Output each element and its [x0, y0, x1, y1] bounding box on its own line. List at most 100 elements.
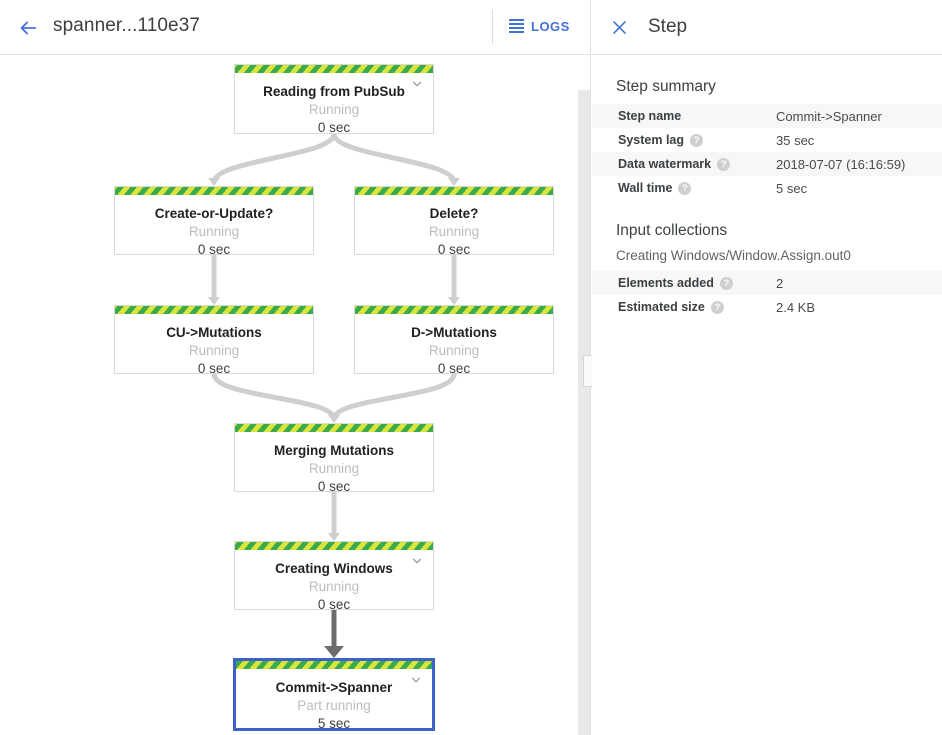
node-elapsed-time: 5 sec: [317, 716, 351, 731]
help-icon[interactable]: ?: [719, 276, 733, 290]
node-progress-stripe: [115, 306, 313, 314]
node-elapsed-time: 0 sec: [317, 479, 351, 494]
node-elapsed-time: 0 sec: [317, 597, 351, 612]
node-progress-stripe: [235, 424, 433, 432]
detail-row-key: Data watermark?: [618, 157, 776, 171]
detail-row-key-label: Estimated size: [618, 300, 705, 314]
help-icon[interactable]: ?: [690, 133, 704, 147]
node-progress-stripe: [236, 661, 432, 669]
node-status: Running: [308, 102, 360, 117]
node-title: Merging Mutations: [274, 443, 394, 458]
node-elapsed-time: 0 sec: [437, 361, 471, 376]
help-icon[interactable]: ?: [710, 300, 724, 314]
input-collection-name: Creating Windows/Window.Assign.out0: [616, 248, 851, 263]
detail-row: Step name Commit->Spanner: [592, 104, 942, 128]
node-status: Running: [428, 343, 480, 358]
node-title: CU->Mutations: [166, 325, 262, 340]
detail-row-value: 2018-07-07 (16:16:59): [776, 156, 906, 172]
node-progress-stripe: [115, 187, 313, 195]
node-progress-stripe: [235, 65, 433, 73]
graph-node-create-or-update[interactable]: Create-or-Update? Running 0 sec: [114, 186, 314, 257]
detail-row-key: Elements added?: [618, 276, 776, 290]
detail-row-key-label: Elements added: [618, 276, 714, 290]
input-collections-heading: Input collections: [616, 222, 728, 239]
node-title: Commit->Spanner: [275, 680, 393, 695]
node-title: Reading from PubSub: [263, 84, 405, 99]
detail-row: Elements added?2: [592, 271, 942, 295]
logs-button[interactable]: LOGS: [509, 13, 570, 39]
detail-row-key-label: Wall time: [618, 181, 673, 195]
graph-node-delete[interactable]: Delete? Running 0 sec: [354, 186, 554, 257]
detail-row: System lag?35 sec: [592, 128, 942, 152]
node-status: Running: [188, 343, 240, 358]
detail-row-key: System lag?: [618, 133, 776, 147]
node-title: Creating Windows: [275, 561, 393, 576]
detail-row-value: 2.4 KB: [776, 299, 816, 315]
chevron-down-icon[interactable]: [409, 673, 423, 687]
detail-row-key: Step name: [618, 109, 776, 123]
help-icon[interactable]: ?: [717, 157, 731, 171]
node-status: Running: [428, 224, 480, 239]
job-header-bar: spanner...110e37 LOGS: [0, 0, 590, 55]
detail-row-value: 35 sec: [776, 132, 815, 148]
node-status: Running: [188, 224, 240, 239]
detail-row: Estimated size?2.4 KB: [592, 295, 942, 319]
job-graph-pane: spanner...110e37 LOGS: [0, 0, 593, 735]
detail-row-key-label: System lag: [618, 133, 685, 147]
node-progress-stripe: [355, 306, 553, 314]
detail-row-key: Estimated size?: [618, 300, 776, 314]
node-title: Create-or-Update?: [154, 206, 274, 221]
node-body: Create-or-Update? Running 0 sec: [115, 195, 313, 257]
node-elapsed-time: 0 sec: [197, 361, 231, 376]
step-details-pane: Step Step summary Step name Commit->Spann…: [592, 0, 942, 735]
detail-row: Wall time?5 sec: [592, 176, 942, 200]
node-body: Delete? Running 0 sec: [355, 195, 553, 257]
help-icon[interactable]: ?: [678, 181, 692, 195]
back-arrow-icon[interactable]: [12, 12, 44, 44]
node-elapsed-time: 0 sec: [437, 242, 471, 257]
chevron-down-icon[interactable]: [410, 554, 424, 568]
detail-row-value: 2: [776, 275, 784, 291]
node-progress-stripe: [235, 542, 433, 550]
node-progress-stripe: [355, 187, 553, 195]
node-title: Delete?: [429, 206, 479, 221]
graph-vertical-scrollbar-track[interactable]: [578, 90, 590, 735]
step-panel-title: Step: [648, 16, 688, 37]
node-status: Running: [308, 579, 360, 594]
detail-row-key: Wall time?: [618, 181, 776, 195]
logs-button-label: LOGS: [531, 18, 570, 34]
node-elapsed-time: 0 sec: [317, 120, 351, 135]
graph-edges: [208, 126, 460, 658]
node-status: Part running: [297, 698, 371, 713]
detail-row-value: Commit->Spanner: [776, 108, 882, 124]
header-divider: [492, 10, 493, 44]
step-panel-header: Step: [592, 0, 942, 55]
node-elapsed-time: 0 sec: [197, 242, 231, 257]
node-title: D->Mutations: [411, 325, 497, 340]
close-icon[interactable]: [604, 12, 634, 42]
node-status: Running: [308, 461, 360, 476]
detail-row-key-label: Step name: [618, 109, 682, 123]
detail-row-key-label: Data watermark: [618, 157, 712, 171]
chevron-down-icon[interactable]: [410, 77, 424, 91]
logs-list-icon: [509, 19, 524, 33]
page-title: spanner...110e37: [53, 15, 201, 36]
step-summary-heading: Step summary: [616, 78, 716, 95]
